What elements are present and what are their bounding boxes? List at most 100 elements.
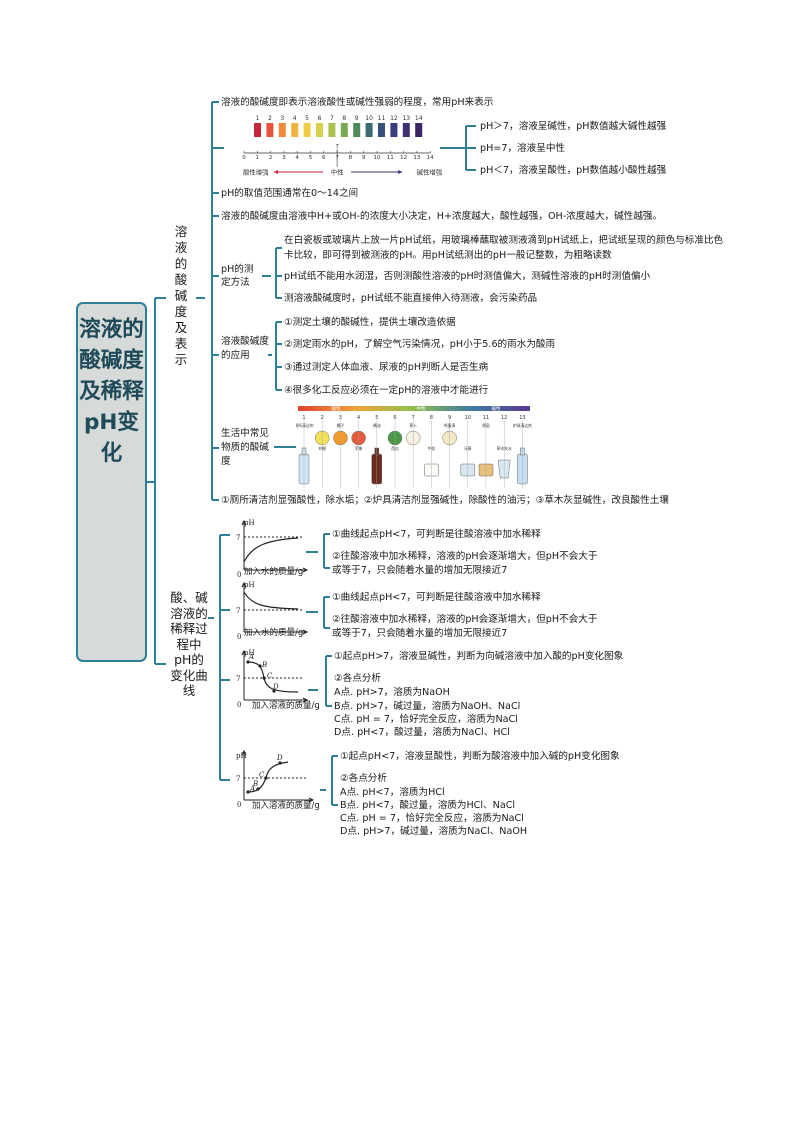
graph-3-note-3: A点. pH>7，溶质为NaOH [334,687,450,698]
ph-strip-swatch [278,123,286,137]
ph-band-label: 酸性 [332,405,341,412]
graph-1-curve [243,537,299,563]
everyday-item: 牙膏 [460,420,476,488]
graph-4-xlabel: 加入溶液的质量/g [252,801,320,811]
graph-2-curve [243,591,299,610]
everyday-item-name: 西瓜 [391,446,399,451]
ph-strip-number: 14 [415,115,423,122]
everyday-item-name: 苹果 [355,446,363,451]
graph-3-point-b: B [261,661,267,669]
graph-4-note-6: D点. pH>7，碱过量，溶质为NaCl、NaOH [340,826,528,837]
apply-item-1: ①测定土壤的酸碱性，提供土壤改造依据 [284,317,456,328]
graph-acid-add-base: A B C D pH 7 0 [236,749,315,809]
ph-scale-label: 4 [295,155,299,161]
ph-rule-basic: pH＞7，溶液呈碱性，pH数值越大碱性越强 [480,121,667,132]
graph-1-note-1: ①曲线起点pH<7，可判断是往酸溶液中加水稀释 [332,529,541,540]
everyday-item-name: 牙膏 [464,446,472,451]
everyday-item: 肥皂 [478,420,494,488]
branch2-label: 酸、碱溶液的稀释过程中pH的变化曲线 [169,590,209,699]
root-title: 溶液的酸碱度及稀释pH变化 [79,317,144,466]
graph-3-note-2: ②各点分析 [334,673,381,684]
ph-scale-label: 14 [427,155,435,161]
method-item-1: 在白瓷板或玻璃片上放一片pH试纸，用玻璃棒蘸取被测液滴到pH试纸上，把试纸呈现的… [284,235,724,261]
root-title-box: 溶液的酸碱度及稀释pH变化 [76,302,147,662]
ph-strip-number: 3 [280,115,284,122]
ph-tick: 8 [430,415,433,421]
branch2-label-text: 酸、碱溶液的稀释过程中pH的变化曲线 [170,590,208,698]
ph-strip-number: 11 [378,115,386,122]
everyday-item-name: 橘子 [337,423,345,428]
ph-tick: 13 [519,415,525,421]
graph-acid-dilution-1: pH 7 0 [236,519,309,579]
everyday-item: 鸡蛋清 [442,420,457,488]
everyday-item: 厕所清洁剂 [296,420,314,488]
ph-strip-swatch [353,123,361,137]
ph-scale-label: 9 [362,155,366,161]
ph-scale-mid-mark: 7 [335,144,339,150]
ph-tick: 4 [357,415,360,421]
graph-2-note-2: ②往酸溶液中加水稀释，溶液的pH会逐渐增大，但pH不会大于或等于7，只会随着水量… [332,614,598,639]
ph-tick: 7 [412,415,415,421]
ph-base-arrowhead [398,170,403,174]
everyday-item: 酱油 [371,420,383,488]
graph-2-mark7: 7 [236,607,240,615]
ph-tick: 5 [375,415,378,421]
graph-3-point-d: D [272,683,279,691]
ph-strip-number: 5 [305,115,309,122]
apply-item-2: ②测定雨水的pH，了解空气污染情况，pH小于5.6的雨水为酸雨 [284,339,556,350]
ph-strip-swatch [316,123,323,137]
ph-scale-label: 10 [373,155,381,161]
ph-strip-number: 10 [365,115,373,122]
ph-tick: 3 [339,415,342,421]
method-label: pH的测定方法 [221,264,254,288]
graph-2-origin: 0 [237,633,241,641]
ph-scale-label: 13 [413,155,421,161]
graph-2-note-1: ①曲线起点pH<7，可判断是往酸溶液中加水稀释 [332,592,541,603]
everyday-item: 萝卜 [405,420,421,488]
ph-tick: 9 [448,415,451,421]
ph-strip-swatch [390,123,398,137]
ph-rule-neutral: pH=7，溶液呈中性 [480,143,566,154]
graph-3-origin: 0 [237,701,241,709]
ph-strip-swatch [291,123,299,137]
graph-2-xlabel: 加入水的质量/g [244,628,304,638]
branch1-label: 溶液的酸碱度及表示 [174,224,188,367]
ph-tick: 1 [302,415,305,421]
graph-1-ylabel: pH [244,519,255,527]
graph-3-note-1: ①起点pH>7，溶液显碱性，判断为向碱溶液中加入酸的pH变化图象 [334,651,624,662]
ph-gradient-band [298,406,530,411]
ph-scale-label: 11 [387,155,395,161]
ph-neutral-label: 中性 [331,168,344,177]
graph-4-note-5: C点. pH = 7，恰好完全反应，溶质为NaCl [340,813,524,824]
ph-scale-label: 3 [282,155,286,161]
graph-1-note-2: ②往酸溶液中加水稀释，溶液的pH会逐渐增大，但pH不会大于或等于7，只会随着水量… [332,551,598,576]
graph-2-ylabel: pH [244,581,255,589]
graph-4-note-4: B点. pH<7，酸过量，溶质为HCl、NaCl [340,800,516,811]
graph-4-point-b: B [252,780,258,788]
everyday-item-name: 炉具清洁剂 [513,423,532,428]
everyday-item-name: 萝卜 [409,423,417,428]
summary-uses: ①厕所清洁剂显强酸性，除水垢；②炉具清洁剂显强碱性，除酸性的油污；③草木灰显碱性… [221,495,669,506]
everyday-item-name: 柠檬 [318,446,326,451]
ph-tick: 6 [393,415,396,421]
ph-band-label: 碱性 [492,405,501,412]
apply-label: 溶液酸碱度的应用 [221,336,269,361]
ph-band-label: 中性 [417,405,426,412]
graph-3-note-6: D点. pH<7，酸过量，溶质为NaCl、HCl [334,727,510,738]
everyday-item: 橘子 [333,420,348,488]
everyday-item: 牛奶 [424,420,439,488]
ph-strip-number: 4 [293,115,297,122]
ph-strip-number: 2 [268,115,272,122]
graph-4-note-3: A点. pH<7，溶质为HCl [340,787,445,798]
graph-3-ylabel: pH [244,649,255,657]
graph-4-point-d: D [276,754,283,762]
ph-strip-number: 8 [342,115,346,122]
ph-acid-label: 酸性增强 [243,168,269,177]
ph-strip-swatch [254,123,261,137]
ph-strip-number: 1 [256,115,260,122]
life-label: 生活中常见物质的酸碱度 [221,428,269,467]
ph-strip-number: 6 [318,115,322,122]
ph-scale-label: 0 [242,155,246,161]
